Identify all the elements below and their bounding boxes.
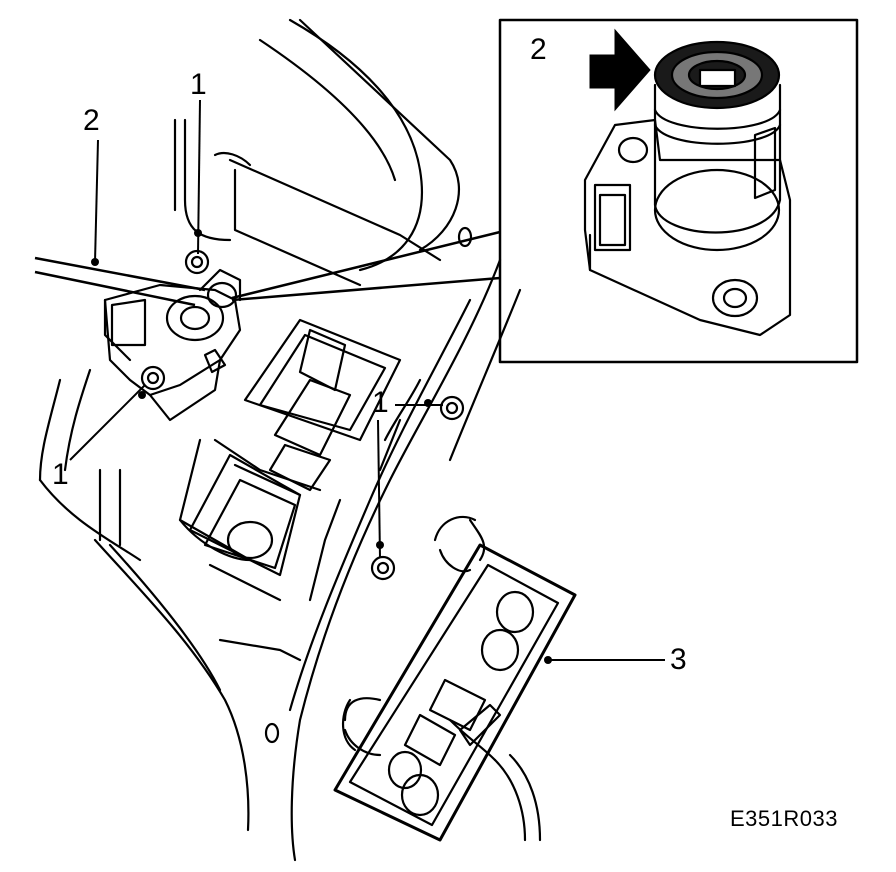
inset-frame <box>498 18 859 364</box>
direction-arrow-icon <box>589 28 651 112</box>
nut-right-a <box>439 395 465 421</box>
inset-leader-lines <box>231 230 501 302</box>
callout-leaders <box>69 99 665 661</box>
callout-label-nut-right: 1 <box>372 386 389 419</box>
inset-lock-cylinder <box>583 40 792 337</box>
control-rod <box>34 256 206 307</box>
nut-top <box>184 249 210 275</box>
lamp-assembly <box>333 515 577 842</box>
callout-label-nut-top: 1 <box>190 68 207 101</box>
lock-bracket <box>103 268 242 422</box>
body-panel-outline <box>38 18 460 832</box>
figure-code: E351R033 <box>730 806 838 831</box>
nut-right-b <box>370 555 396 581</box>
nut-left <box>140 365 166 391</box>
callout-dots <box>91 229 552 664</box>
callout-label-nut-left: 1 <box>52 458 69 491</box>
panel-hole <box>457 226 473 248</box>
frame-rails <box>288 258 522 862</box>
callout-label-lamp-assembly: 3 <box>670 643 687 676</box>
callout-label-inset-lock-cylinder: 2 <box>530 33 547 66</box>
callout-label-lock-cylinder: 2 <box>83 104 100 137</box>
panel-hole <box>264 722 280 744</box>
lamp-housing-recess <box>178 318 402 602</box>
